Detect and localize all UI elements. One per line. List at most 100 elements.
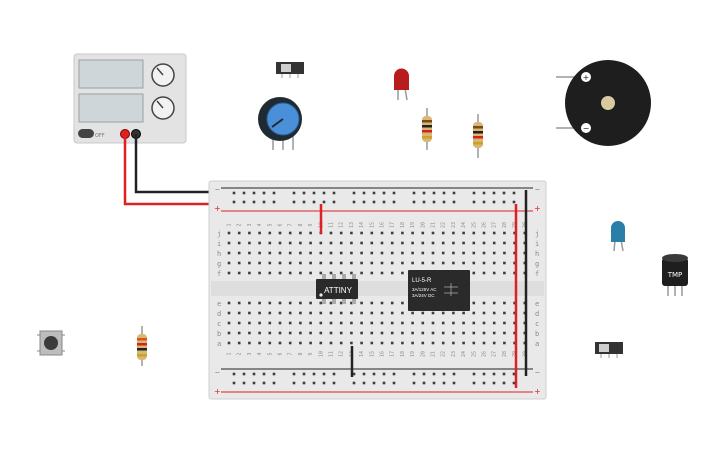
breadboard-hole[interactable]	[309, 311, 312, 315]
breadboard-hole[interactable]	[452, 231, 455, 235]
breadboard-hole[interactable]	[513, 241, 516, 245]
rail-hole[interactable]	[232, 200, 236, 204]
breadboard-hole[interactable]	[421, 311, 425, 315]
breadboard-hole[interactable]	[350, 301, 353, 305]
rail-hole[interactable]	[492, 191, 496, 195]
breadboard-hole[interactable]	[411, 311, 414, 315]
breadboard-hole[interactable]	[319, 251, 323, 255]
breadboard-hole[interactable]	[288, 241, 292, 245]
breadboard-hole[interactable]	[380, 331, 384, 335]
breadboard-hole[interactable]	[248, 231, 251, 235]
breadboard-hole[interactable]	[401, 251, 404, 255]
breadboard-hole[interactable]	[390, 251, 394, 255]
rail-hole[interactable]	[422, 191, 426, 195]
breadboard-hole[interactable]	[452, 341, 455, 345]
rail-hole[interactable]	[302, 191, 306, 195]
breadboard-hole[interactable]	[319, 331, 323, 335]
breadboard-hole[interactable]	[299, 271, 302, 275]
breadboard-hole[interactable]	[472, 251, 476, 255]
breadboard-hole[interactable]	[237, 331, 241, 335]
breadboard-hole[interactable]	[319, 311, 323, 315]
breadboard-hole[interactable]	[268, 261, 272, 265]
breadboard-hole[interactable]	[258, 311, 261, 315]
rail-hole[interactable]	[492, 200, 496, 204]
breadboard-hole[interactable]	[339, 251, 343, 255]
breadboard-hole[interactable]	[492, 231, 496, 235]
breadboard-hole[interactable]	[360, 231, 363, 235]
breadboard-hole[interactable]	[401, 311, 404, 315]
breadboard-hole[interactable]	[339, 331, 343, 335]
rail-hole[interactable]	[452, 372, 456, 376]
breadboard-hole[interactable]	[482, 331, 486, 335]
breadboard-hole[interactable]	[441, 231, 445, 235]
breadboard-hole[interactable]	[329, 301, 333, 305]
rail-hole[interactable]	[392, 191, 396, 195]
breadboard-hole[interactable]	[278, 301, 282, 305]
breadboard-hole[interactable]	[248, 321, 251, 325]
breadboard-hole[interactable]	[258, 341, 261, 345]
breadboard-hole[interactable]	[421, 251, 425, 255]
breadboard-hole[interactable]	[299, 341, 302, 345]
breadboard-hole[interactable]	[248, 251, 251, 255]
breadboard-hole[interactable]	[441, 321, 445, 325]
rail-hole[interactable]	[362, 191, 366, 195]
breadboard-hole[interactable]	[401, 231, 404, 235]
rail-hole[interactable]	[412, 372, 416, 376]
breadboard-hole[interactable]	[237, 341, 241, 345]
breadboard-hole[interactable]	[513, 261, 516, 265]
breadboard-hole[interactable]	[258, 231, 261, 235]
rail-hole[interactable]	[302, 372, 306, 376]
breadboard-hole[interactable]	[441, 251, 445, 255]
breadboard-hole[interactable]	[421, 231, 425, 235]
breadboard-hole[interactable]	[482, 251, 486, 255]
breadboard-hole[interactable]	[421, 261, 425, 265]
breadboard-hole[interactable]	[462, 251, 465, 255]
breadboard-hole[interactable]	[441, 341, 445, 345]
breadboard-hole[interactable]	[462, 231, 465, 235]
breadboard-hole[interactable]	[258, 261, 261, 265]
rail-hole[interactable]	[272, 372, 276, 376]
breadboard-hole[interactable]	[360, 311, 363, 315]
breadboard-hole[interactable]	[370, 301, 374, 305]
breadboard-hole[interactable]	[350, 241, 353, 245]
breadboard-hole[interactable]	[431, 241, 435, 245]
rail-hole[interactable]	[242, 200, 246, 204]
breadboard-hole[interactable]	[237, 321, 241, 325]
breadboard-hole[interactable]	[258, 301, 261, 305]
breadboard-hole[interactable]	[339, 321, 343, 325]
breadboard-hole[interactable]	[492, 251, 496, 255]
rail-hole[interactable]	[502, 191, 506, 195]
breadboard-hole[interactable]	[472, 241, 476, 245]
breadboard-hole[interactable]	[309, 331, 312, 335]
breadboard-hole[interactable]	[401, 301, 404, 305]
breadboard-hole[interactable]	[390, 231, 394, 235]
rail-hole[interactable]	[262, 381, 266, 385]
rail-hole[interactable]	[372, 381, 376, 385]
resistor-top-2[interactable]	[473, 114, 483, 158]
breadboard-hole[interactable]	[401, 241, 404, 245]
rail-hole[interactable]	[302, 200, 306, 204]
breadboard-hole[interactable]	[309, 241, 312, 245]
breadboard-hole[interactable]	[339, 261, 343, 265]
rail-hole[interactable]	[442, 372, 446, 376]
breadboard-hole[interactable]	[329, 261, 333, 265]
breadboard-hole[interactable]	[288, 231, 292, 235]
breadboard-hole[interactable]	[309, 321, 312, 325]
rail-hole[interactable]	[512, 200, 516, 204]
rail-hole[interactable]	[492, 372, 496, 376]
breadboard-hole[interactable]	[248, 311, 251, 315]
breadboard-hole[interactable]	[380, 271, 384, 275]
breadboard-hole[interactable]	[288, 321, 292, 325]
breadboard-hole[interactable]	[278, 271, 282, 275]
breadboard-hole[interactable]	[329, 311, 333, 315]
breadboard-hole[interactable]	[319, 321, 323, 325]
rail-hole[interactable]	[452, 200, 456, 204]
breadboard-hole[interactable]	[390, 271, 394, 275]
breadboard-hole[interactable]	[452, 261, 455, 265]
breadboard-hole[interactable]	[370, 251, 374, 255]
breadboard-hole[interactable]	[431, 331, 435, 335]
breadboard-hole[interactable]	[237, 271, 241, 275]
breadboard-hole[interactable]	[329, 241, 333, 245]
breadboard-hole[interactable]	[288, 341, 292, 345]
breadboard-hole[interactable]	[492, 241, 496, 245]
